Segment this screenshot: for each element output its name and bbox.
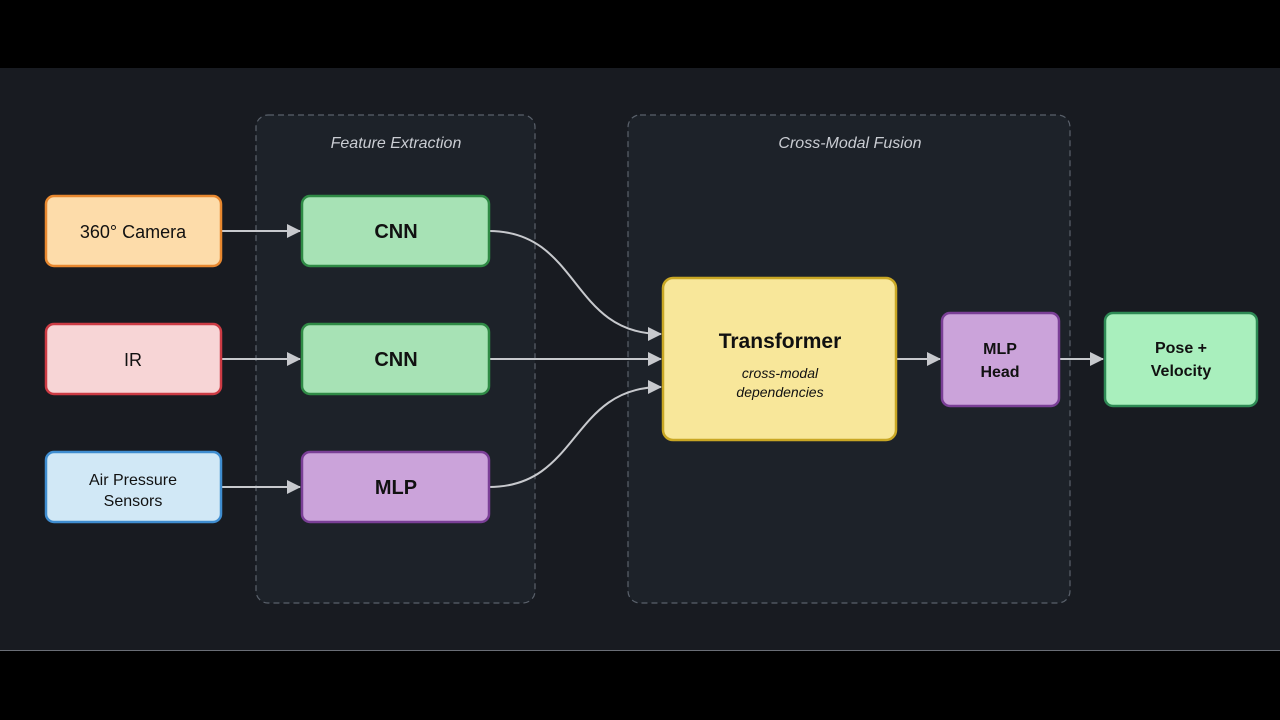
cnn2-box xyxy=(300,322,491,396)
node-ir: IR xyxy=(44,322,223,396)
camera-label: 360° Camera xyxy=(80,222,187,242)
edge-mlp-to-transformer xyxy=(488,380,662,488)
cnn2-label: CNN xyxy=(374,349,417,371)
cross-modal-fusion-title: Cross-Modal Fusion xyxy=(778,135,921,152)
node-cnn-1: CNN xyxy=(300,194,491,268)
node-360-camera: 360° Camera xyxy=(44,194,223,268)
transformer-box xyxy=(661,276,898,442)
output-label-line2: Velocity xyxy=(1151,363,1212,380)
transformer-label: Transformer xyxy=(719,330,842,353)
mlp-head-label-line1: MLP xyxy=(983,341,1017,358)
air-label-line1: Air Pressure xyxy=(89,472,177,489)
edge-cnn1-to-transformer xyxy=(488,230,662,341)
air-box xyxy=(44,450,223,524)
node-transformer: Transformer cross-modal dependencies xyxy=(661,276,898,442)
ir-label: IR xyxy=(124,350,142,370)
transformer-sub-line2: dependencies xyxy=(736,384,823,400)
node-mlp-head: MLP Head xyxy=(940,311,1061,408)
mlp-box xyxy=(300,450,491,524)
architecture-diagram: Feature Extraction Cross-Modal Fusion 36… xyxy=(44,114,1259,604)
mlp-head-box xyxy=(940,311,1061,408)
node-pose-velocity: Pose + Velocity xyxy=(1103,311,1259,408)
mlp-head-label-line2: Head xyxy=(980,364,1019,381)
mlp-label: MLP xyxy=(375,477,417,499)
cnn1-box xyxy=(300,194,491,268)
transformer-sub-line1: cross-modal xyxy=(742,365,819,381)
output-label-line1: Pose + xyxy=(1155,340,1207,357)
cnn1-label: CNN xyxy=(374,221,417,243)
node-cnn-2: CNN xyxy=(300,322,491,396)
feature-extraction-title: Feature Extraction xyxy=(331,135,462,152)
camera-box xyxy=(44,194,223,268)
node-air-pressure-sensors: Air Pressure Sensors xyxy=(44,450,223,524)
diagram-canvas: Feature Extraction Cross-Modal Fusion 36… xyxy=(0,68,1280,651)
node-mlp: MLP xyxy=(300,450,491,524)
ir-box xyxy=(44,322,223,396)
air-label-line2: Sensors xyxy=(104,493,163,510)
output-box xyxy=(1103,311,1259,408)
